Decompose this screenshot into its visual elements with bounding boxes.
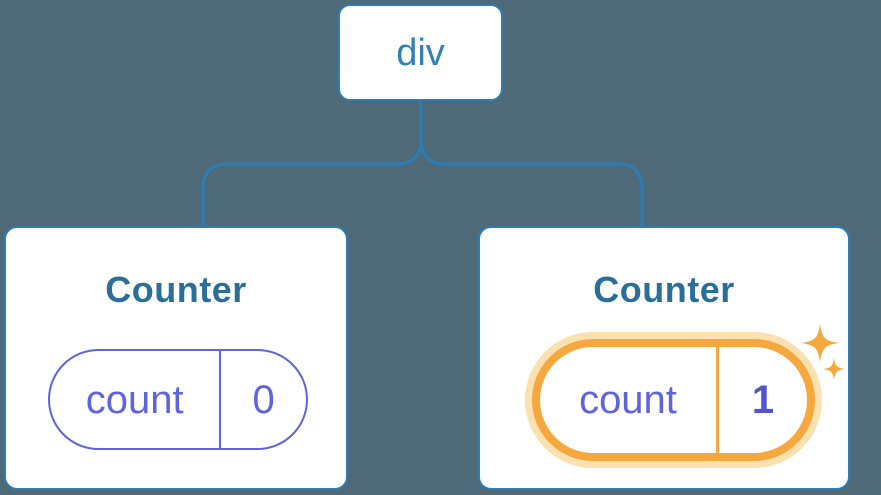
state-key-right: count: [540, 347, 719, 453]
counter-card-right: Counter count 1: [478, 226, 850, 490]
sparkle-icon: [801, 324, 845, 380]
connector-right-branch: [419, 101, 644, 227]
root-node-div: div: [338, 4, 503, 101]
state-pill-right-highlighted: count 1: [532, 339, 815, 461]
root-node-label: div: [396, 31, 445, 74]
counter-title-left: Counter: [105, 269, 247, 310]
state-value-right: 1: [751, 378, 775, 422]
counter-title-right: Counter: [593, 269, 735, 310]
connector-left-branch: [201, 101, 423, 227]
state-value-left: 0: [252, 377, 275, 422]
counter-card-left: Counter count 0: [4, 226, 348, 490]
state-key-left: count: [50, 351, 222, 448]
state-pill-left: count 0: [48, 349, 308, 450]
